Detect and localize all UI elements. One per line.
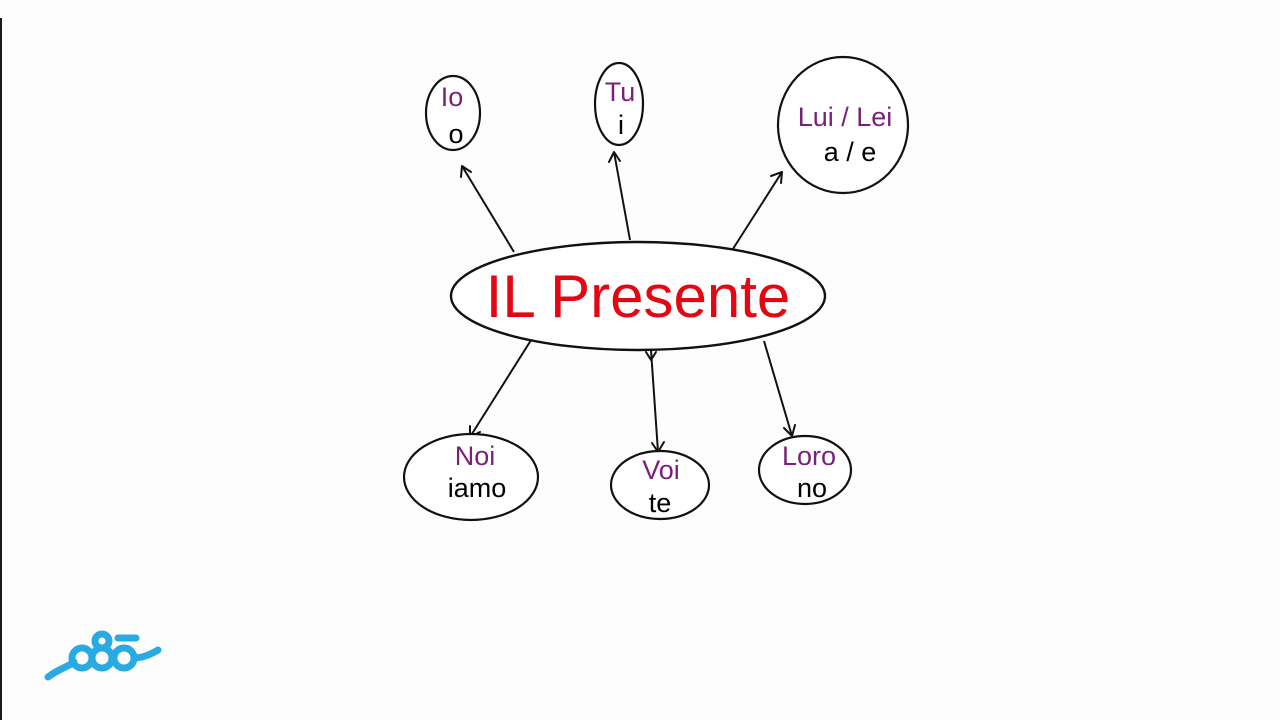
node-tu-pronoun: Tu	[605, 77, 636, 107]
arrow-to-loro	[763, 340, 796, 437]
node-loro-ending: no	[797, 473, 827, 503]
diagram-title: IL Presente	[486, 263, 791, 330]
node-lui-lei-ending: a / e	[824, 137, 877, 167]
node-noi-ending: iamo	[448, 473, 507, 503]
node-noi-pronoun: Noi	[455, 441, 496, 471]
node-loro-pronoun: Loro	[782, 441, 836, 471]
node-voi-ending: te	[649, 488, 672, 518]
left-border	[0, 18, 2, 720]
arrow-to-lui-lei	[730, 171, 783, 253]
node-tu-ending: i	[618, 110, 624, 140]
center-node: IL Presente	[449, 240, 827, 352]
node-voi: Voi te	[609, 449, 711, 521]
arrow-to-tu	[608, 151, 631, 241]
node-io-pronoun: Io	[441, 82, 464, 112]
node-io-ending: o	[448, 119, 463, 149]
node-io: Io o	[424, 74, 482, 152]
arrow-to-io	[460, 165, 515, 253]
node-voi-pronoun: Voi	[642, 455, 680, 485]
arrow-to-noi	[469, 336, 534, 438]
node-lui-lei-pronoun: Lui / Lei	[798, 102, 893, 132]
nafham-logo-icon	[44, 630, 162, 681]
node-tu: Tu i	[593, 61, 645, 147]
node-lui-lei: Lui / Lei a / e	[776, 55, 910, 195]
node-noi: Noi iamo	[402, 432, 540, 522]
node-loro: Loro no	[757, 434, 853, 506]
arrow-to-voi	[645, 349, 665, 453]
